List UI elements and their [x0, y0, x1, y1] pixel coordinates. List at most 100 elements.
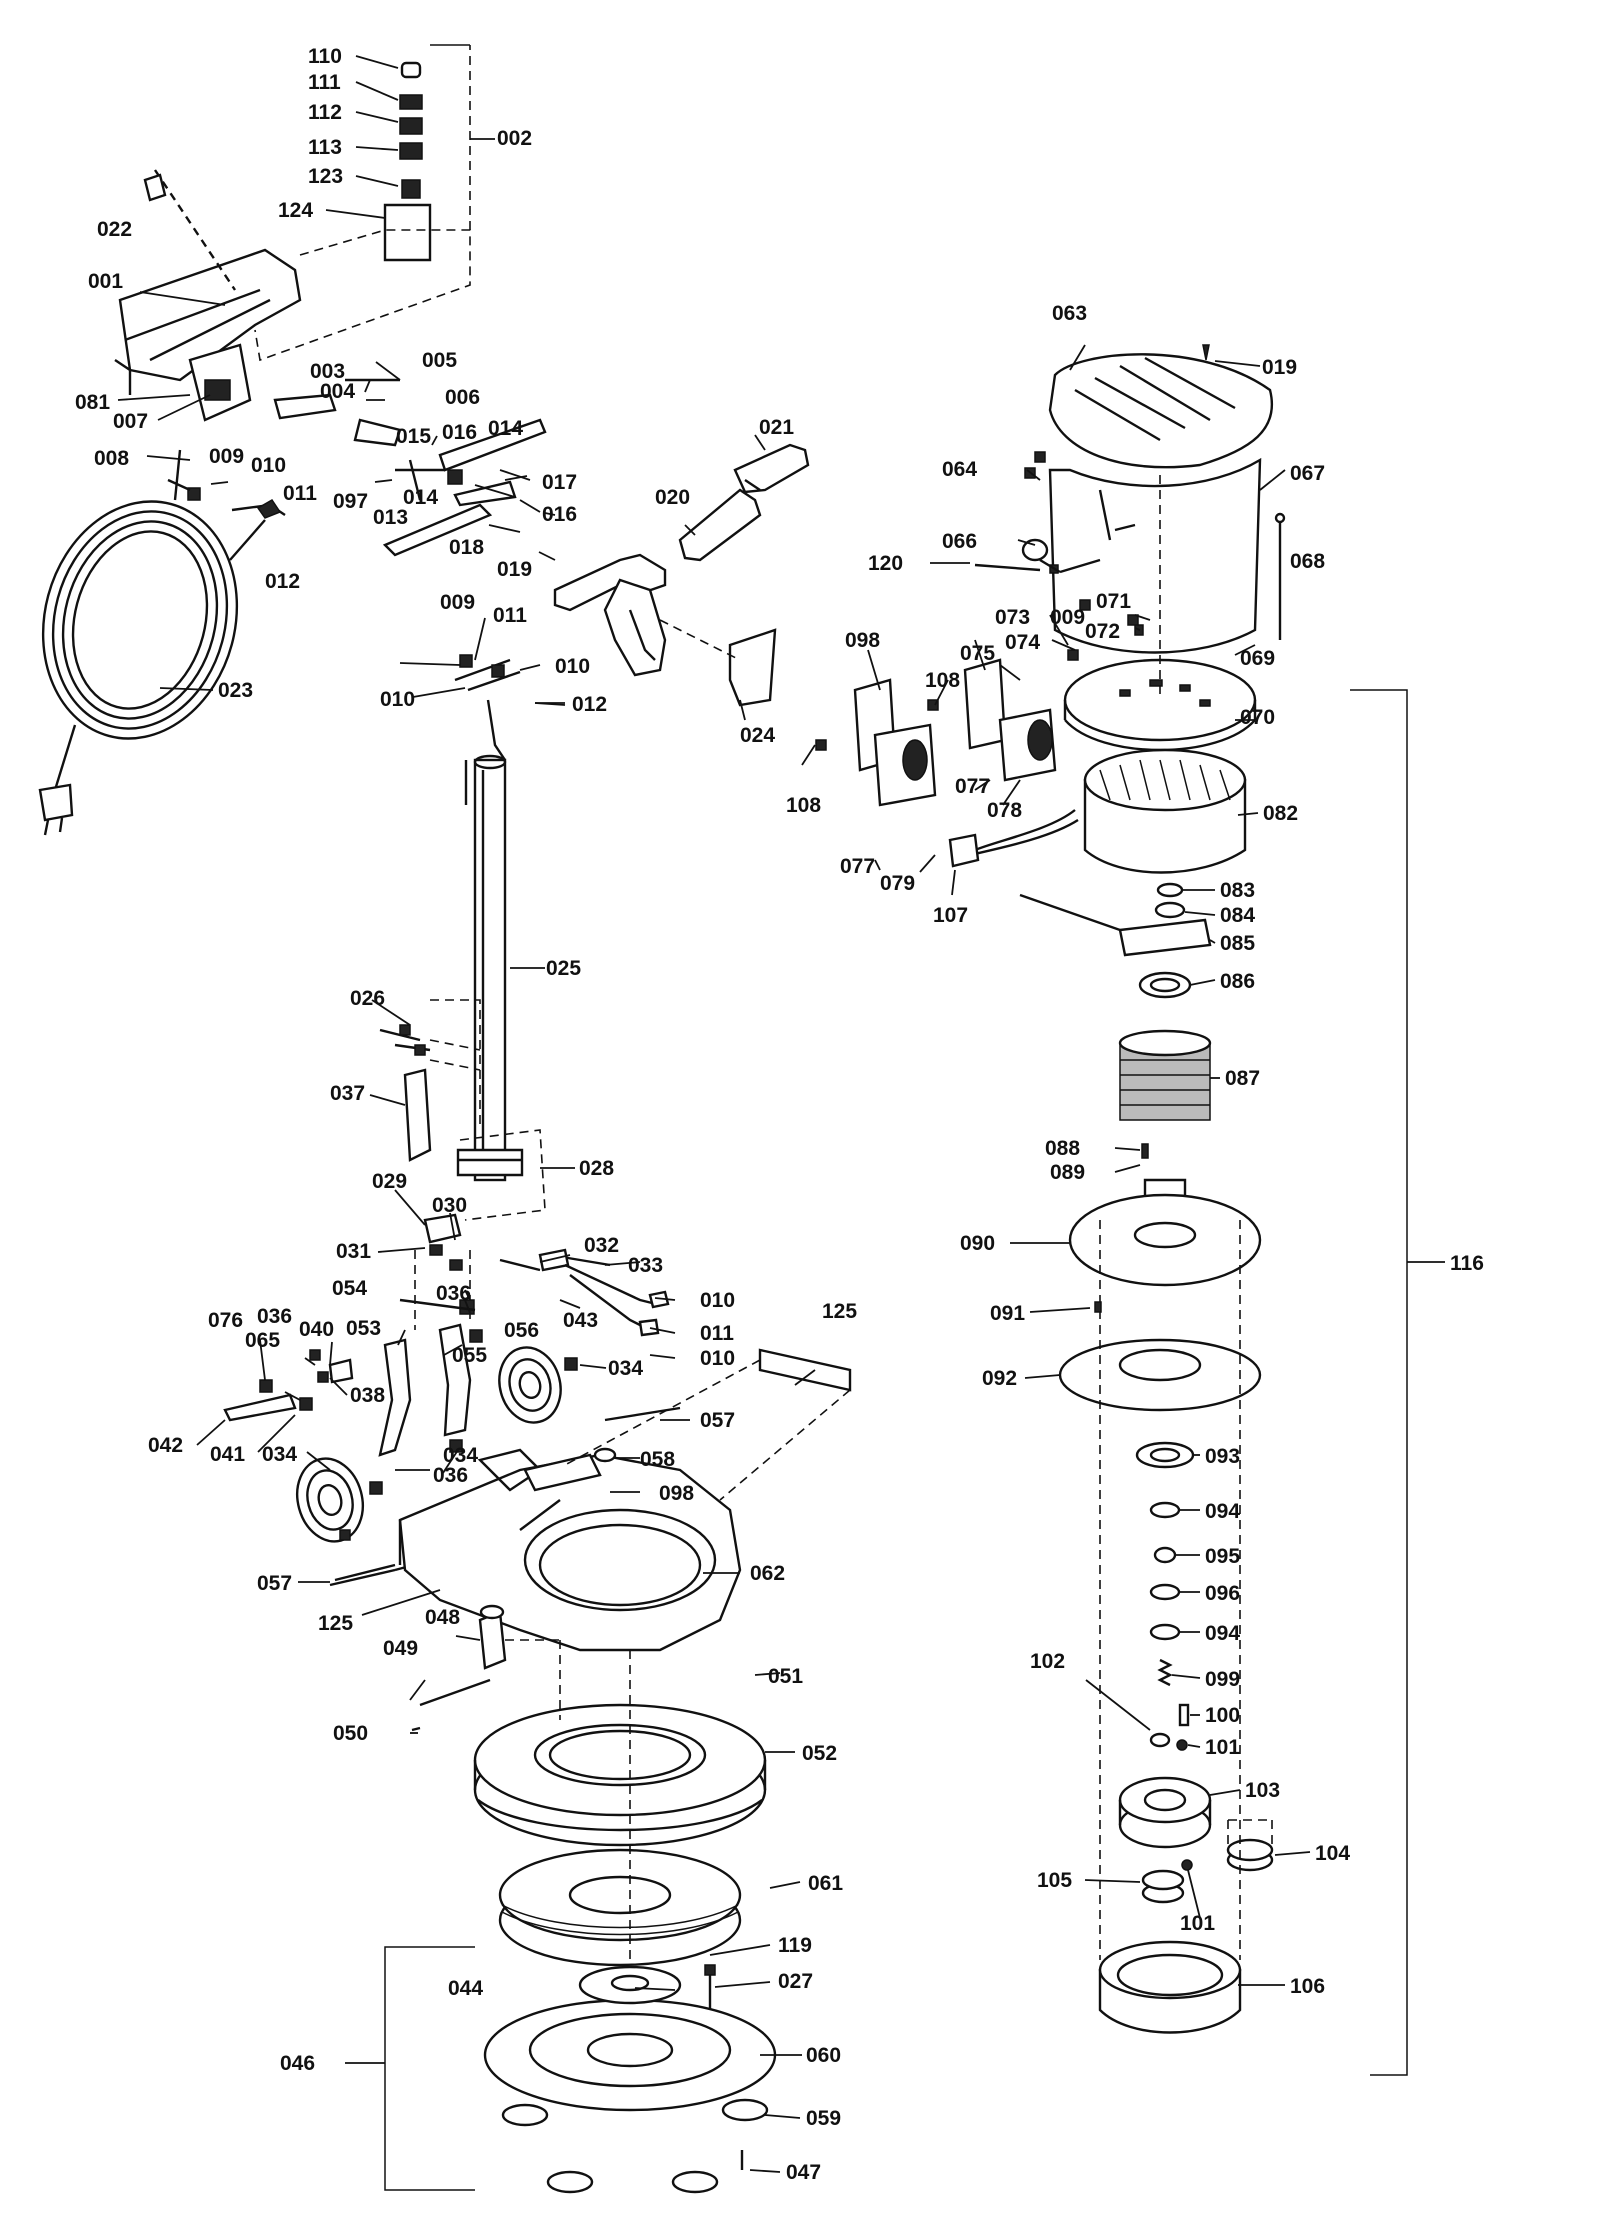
callout-097: 097 [333, 490, 368, 513]
callout-017: 017 [542, 471, 577, 494]
callout-038: 038 [350, 1384, 385, 1407]
power-cord [38, 500, 266, 836]
callout-063: 063 [1052, 302, 1087, 325]
callout-labels: 110 111 112 113 123 124 002 022 001 081 … [75, 45, 1484, 2184]
callout-111: 111 [308, 71, 341, 94]
callout-036-b: 036 [257, 1305, 292, 1328]
callout-032: 032 [584, 1234, 619, 1257]
callout-057-right: 057 [700, 1409, 735, 1432]
callout-094-b: 094 [1205, 1622, 1240, 1645]
callout-098-motor: 098 [845, 629, 880, 652]
callout-056: 056 [504, 1319, 539, 1342]
callout-048: 048 [425, 1606, 460, 1629]
callout-008: 008 [94, 447, 129, 470]
callout-010-low-b: 010 [700, 1347, 735, 1370]
callout-102: 102 [1030, 1650, 1065, 1673]
callout-104: 104 [1315, 1842, 1350, 1865]
callout-081: 081 [75, 391, 110, 414]
callout-023: 023 [218, 679, 253, 702]
callout-024: 024 [740, 724, 775, 747]
callout-123: 123 [308, 165, 343, 188]
callout-022: 022 [97, 218, 132, 241]
callout-041: 041 [210, 1443, 245, 1466]
callout-089: 089 [1050, 1161, 1085, 1184]
callout-066: 066 [942, 530, 977, 553]
callout-098-base: 098 [659, 1482, 694, 1505]
callout-052: 052 [802, 1742, 837, 1765]
callout-012-top: 012 [265, 570, 300, 593]
callout-059: 059 [806, 2107, 841, 2130]
callout-013: 013 [373, 506, 408, 529]
callout-016-a: 016 [442, 421, 477, 444]
callout-043: 043 [563, 1309, 598, 1332]
handle-grip [553, 443, 810, 707]
callout-070: 070 [1240, 706, 1275, 729]
callout-050: 050 [333, 1722, 368, 1745]
callout-065: 065 [245, 1329, 280, 1352]
callout-064: 064 [942, 458, 977, 481]
callout-005: 005 [422, 349, 457, 372]
callout-011-top: 011 [283, 482, 317, 505]
callout-031: 031 [336, 1240, 371, 1263]
callout-075: 075 [960, 642, 995, 665]
callout-110: 110 [308, 45, 342, 68]
callout-057-left: 057 [257, 1572, 292, 1595]
callout-026: 026 [350, 987, 385, 1010]
callout-054: 054 [332, 1277, 367, 1300]
callout-125-right: 125 [822, 1300, 857, 1323]
callout-094-a: 094 [1205, 1500, 1240, 1523]
callout-053: 053 [346, 1317, 381, 1340]
base-housing [329, 1348, 852, 1652]
callout-071: 071 [1096, 590, 1131, 613]
callout-091: 091 [990, 1302, 1025, 1325]
callout-093: 093 [1205, 1445, 1240, 1468]
callout-007: 007 [113, 410, 148, 433]
callout-068: 068 [1290, 550, 1325, 573]
callout-073: 073 [995, 606, 1030, 629]
callout-019-b: 019 [1262, 356, 1297, 379]
leader-lines [117, 55, 1445, 2173]
callout-083: 083 [1220, 879, 1255, 902]
drive-plate-group [384, 1650, 777, 2194]
callout-096: 096 [1205, 1582, 1240, 1605]
callout-016-b: 016 [542, 503, 577, 526]
callout-006: 006 [445, 386, 480, 409]
callout-037: 037 [330, 1082, 365, 1105]
callout-103: 103 [1245, 1779, 1280, 1802]
callout-078: 078 [987, 799, 1022, 822]
callout-113: 113 [308, 136, 342, 159]
gear-and-brush-stack [411, 1604, 767, 1967]
callout-099: 099 [1205, 1668, 1240, 1691]
callout-079: 079 [880, 872, 915, 895]
callout-049: 049 [383, 1637, 418, 1660]
parts-illustration [38, 44, 1408, 2194]
callout-060: 060 [806, 2044, 841, 2067]
callout-001: 001 [88, 270, 123, 293]
callout-047: 047 [786, 2161, 821, 2184]
callout-019-a: 019 [497, 558, 532, 581]
callout-116: 116 [1450, 1252, 1484, 1275]
callout-108-b: 108 [786, 794, 821, 817]
callout-086: 086 [1220, 970, 1255, 993]
callout-061: 061 [808, 1872, 843, 1895]
callout-077-a: 077 [955, 775, 990, 798]
callout-108-a: 108 [925, 669, 960, 692]
callout-027: 027 [778, 1970, 813, 1993]
callout-105: 105 [1037, 1869, 1072, 1892]
switch-housing-group [114, 44, 547, 557]
callout-088: 088 [1045, 1137, 1080, 1160]
callout-095: 095 [1205, 1545, 1240, 1568]
callout-036-a: 036 [436, 1282, 471, 1305]
callout-034-right: 034 [608, 1357, 643, 1380]
callout-101-a: 101 [1205, 1736, 1240, 1759]
callout-009-right: 009 [1050, 606, 1085, 629]
callout-010-mid-l: 010 [380, 688, 415, 711]
callout-058: 058 [640, 1448, 675, 1471]
callout-046: 046 [280, 2052, 315, 2075]
callout-069: 069 [1240, 647, 1275, 670]
callout-051: 051 [768, 1665, 803, 1688]
callout-055: 055 [452, 1344, 487, 1367]
callout-011-low: 011 [700, 1322, 734, 1345]
callout-124: 124 [278, 199, 313, 222]
